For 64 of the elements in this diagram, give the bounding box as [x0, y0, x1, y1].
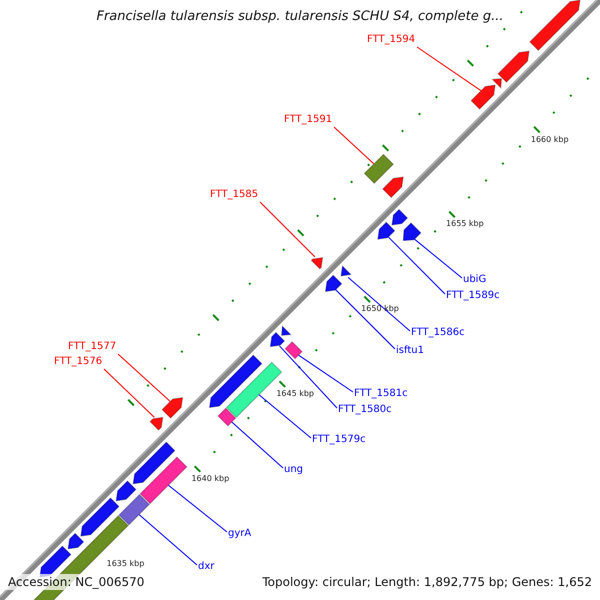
- gene-feature: [324, 274, 342, 292]
- gene-feature: [208, 354, 263, 408]
- gene-bar: [364, 154, 394, 184]
- leader-line: [279, 345, 338, 408]
- gene-bar: [217, 407, 236, 427]
- scale-label: 1635 kbp: [106, 558, 144, 569]
- leader-line: [335, 289, 396, 350]
- gene-feature: [377, 222, 396, 240]
- leader-line: [416, 46, 482, 92]
- gene-label: FTT_1580c: [338, 404, 392, 416]
- leader-line: [414, 238, 462, 278]
- gene-label: FTT_1594: [367, 34, 416, 46]
- scale-label: 1655 kbp: [446, 219, 484, 230]
- gene-feature: [402, 222, 422, 242]
- gene-feature: [149, 416, 164, 431]
- title: Francisella tularensis subsp. tularensis SCHU S4, complete g...: [95, 9, 505, 24]
- gene-feature: [270, 332, 286, 348]
- scale-label: 1645 kbp: [276, 389, 314, 400]
- gene-feature: [340, 266, 352, 277]
- leader-line: [258, 394, 312, 438]
- leader-line: [118, 354, 171, 402]
- gene-feature: [529, 0, 581, 52]
- gene-feature: [497, 50, 530, 83]
- leader-line: [348, 276, 410, 332]
- gene-label: ubiG: [463, 274, 486, 286]
- gene-label: FTT_1576: [54, 356, 102, 368]
- gene-feature: [391, 208, 408, 226]
- gene-label: dxr: [198, 561, 214, 573]
- gene-bar: [139, 456, 188, 504]
- gene-feature: [67, 532, 84, 550]
- gene-feature: [281, 326, 292, 336]
- gene-label: FTT_1581c: [354, 388, 408, 400]
- scale-label: 1660 kbp: [530, 134, 569, 145]
- leader-line: [260, 202, 316, 258]
- gene-label: ung: [284, 464, 304, 476]
- leader-line: [104, 368, 155, 418]
- leader-line: [388, 236, 446, 294]
- leader-line: [298, 354, 354, 392]
- gene-feature: [382, 176, 404, 198]
- leader-line: [231, 421, 284, 468]
- footer-text: Accession: NC_006570: [6, 574, 146, 590]
- gene-feature: [116, 480, 137, 502]
- gene-label: FTT_1579c: [312, 434, 366, 446]
- gene-feature: [161, 397, 184, 419]
- gene-label: gyrA: [228, 528, 252, 540]
- gene-label: FTT_1591: [284, 114, 332, 126]
- footer-text: Topology: circular; Length: 1,892,775 bp; Genes: 1,652: [260, 574, 594, 590]
- gene-label: isftu1: [396, 345, 424, 357]
- leader-line: [168, 484, 228, 532]
- gene-feature: [132, 441, 176, 484]
- gene-label: FTT_1589c: [446, 290, 500, 302]
- gene-label: FTT_1586c: [411, 327, 465, 339]
- gene-feature: [492, 78, 502, 88]
- scale-label: 1640 kbp: [191, 474, 230, 484]
- gene-label: FTT_1577: [68, 341, 116, 353]
- scale-label: 1650 kbp: [361, 304, 399, 314]
- gene-bar: [284, 341, 303, 360]
- gene-feature: [470, 84, 496, 110]
- gene-label: FTT_1585: [210, 189, 258, 201]
- leader-line: [138, 514, 198, 566]
- gene-feature: [80, 497, 120, 537]
- gene-bar: [118, 494, 150, 526]
- gene-feature: [310, 256, 324, 270]
- leader-line: [334, 126, 374, 164]
